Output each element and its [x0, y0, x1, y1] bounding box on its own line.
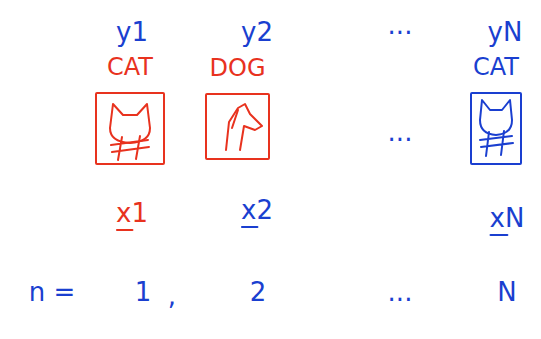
- separator: ,: [168, 283, 176, 309]
- image-box: DOG: [205, 93, 270, 160]
- class-label: CAT: [107, 55, 153, 79]
- image-box: CAT: [470, 92, 522, 165]
- dog-drawing: [226, 104, 262, 150]
- index-label: n =: [29, 279, 76, 305]
- input-label: x2: [241, 197, 273, 223]
- ellipsis: ...: [388, 119, 413, 145]
- index-value: N: [497, 279, 516, 305]
- vector-underline: [117, 229, 132, 231]
- index-value: 1: [135, 279, 152, 305]
- image-box: CAT: [95, 92, 165, 165]
- class-label: DOG: [210, 56, 266, 80]
- input-label: x1: [116, 200, 148, 226]
- index-value: 2: [250, 279, 267, 305]
- ellipsis: ...: [388, 279, 413, 305]
- input-label: xN: [490, 205, 525, 231]
- output-label: yN: [488, 19, 523, 45]
- ellipsis: ...: [388, 12, 413, 38]
- vector-underline: [491, 234, 508, 236]
- cat-drawing: [110, 104, 150, 160]
- class-label: CAT: [473, 55, 519, 79]
- output-label: y1: [116, 19, 148, 45]
- cat-drawing: [480, 100, 513, 156]
- output-label: y2: [241, 19, 273, 45]
- vector-underline: [242, 226, 257, 228]
